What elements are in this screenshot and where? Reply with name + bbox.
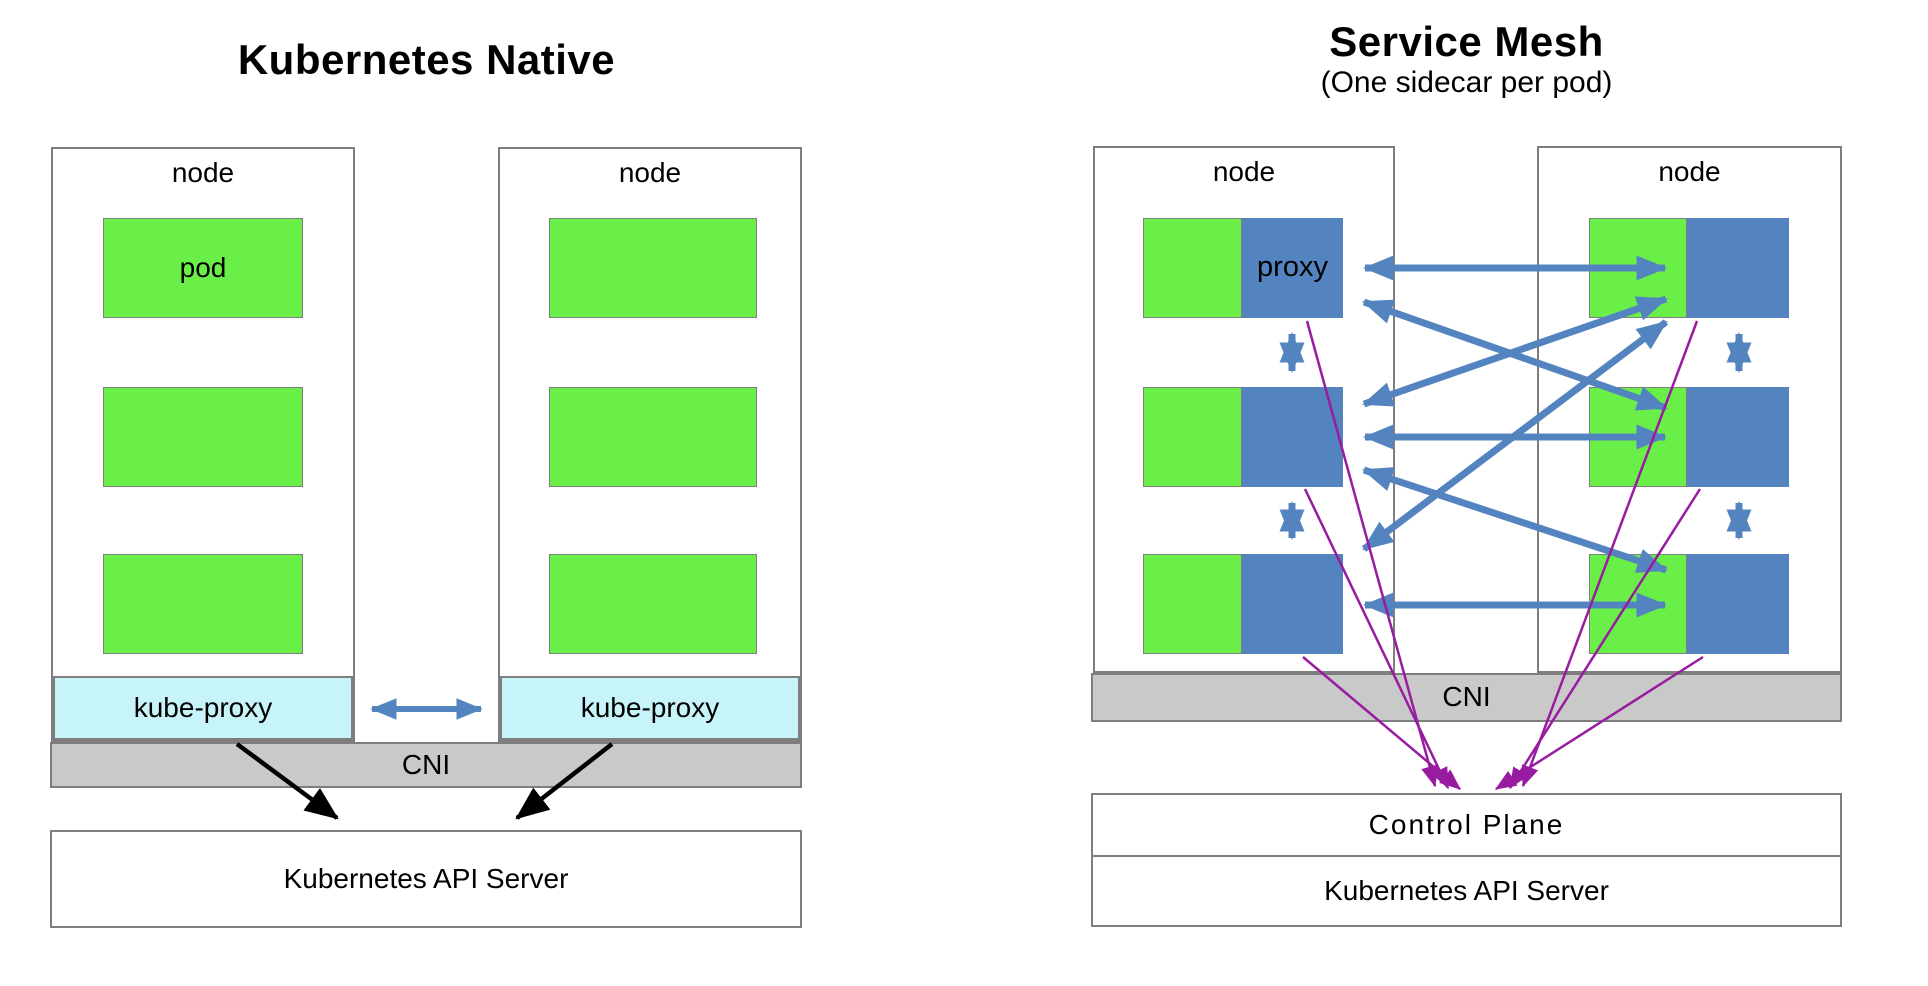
pod	[103, 554, 303, 654]
control-plane-box: Control Plane	[1091, 793, 1842, 857]
left-diagram-title: Kubernetes Native	[237, 36, 616, 83]
pod	[549, 554, 757, 654]
kube-proxy-bar: kube-proxy	[500, 676, 800, 740]
kubernetes-api-server-box: Kubernetes API Server	[1091, 855, 1842, 927]
sidecar-proxy	[1687, 387, 1789, 487]
right-node-a-label: node	[1212, 155, 1276, 187]
right-diagram-title: Service Mesh	[1329, 18, 1604, 65]
cni-bar: CNI	[50, 742, 802, 788]
pod-container	[1143, 387, 1242, 487]
sidecar-proxy	[1687, 218, 1789, 318]
sidecar-proxy	[1242, 387, 1343, 487]
sidecar-proxy	[1242, 554, 1343, 654]
pod: pod	[103, 218, 303, 318]
pod-container	[1143, 554, 1242, 654]
pod-container	[1589, 554, 1687, 654]
pod-container	[1589, 218, 1687, 318]
kube-proxy-bar: kube-proxy	[53, 676, 353, 740]
left-node-2-label: node	[618, 156, 682, 188]
kubernetes-api-server-box: Kubernetes API Server	[50, 830, 802, 928]
pod-container	[1143, 218, 1242, 318]
pod	[103, 387, 303, 487]
pod	[549, 387, 757, 487]
left-node-1-label: node	[171, 156, 235, 188]
sidecar-proxy	[1687, 554, 1789, 654]
sidecar-proxy: proxy	[1242, 218, 1343, 318]
right-node-b-label: node	[1658, 155, 1721, 187]
cni-bar: CNI	[1091, 673, 1842, 722]
pod-container	[1589, 387, 1687, 487]
right-diagram-subtitle: (One sidecar per pod)	[1320, 66, 1613, 99]
pod	[549, 218, 757, 318]
